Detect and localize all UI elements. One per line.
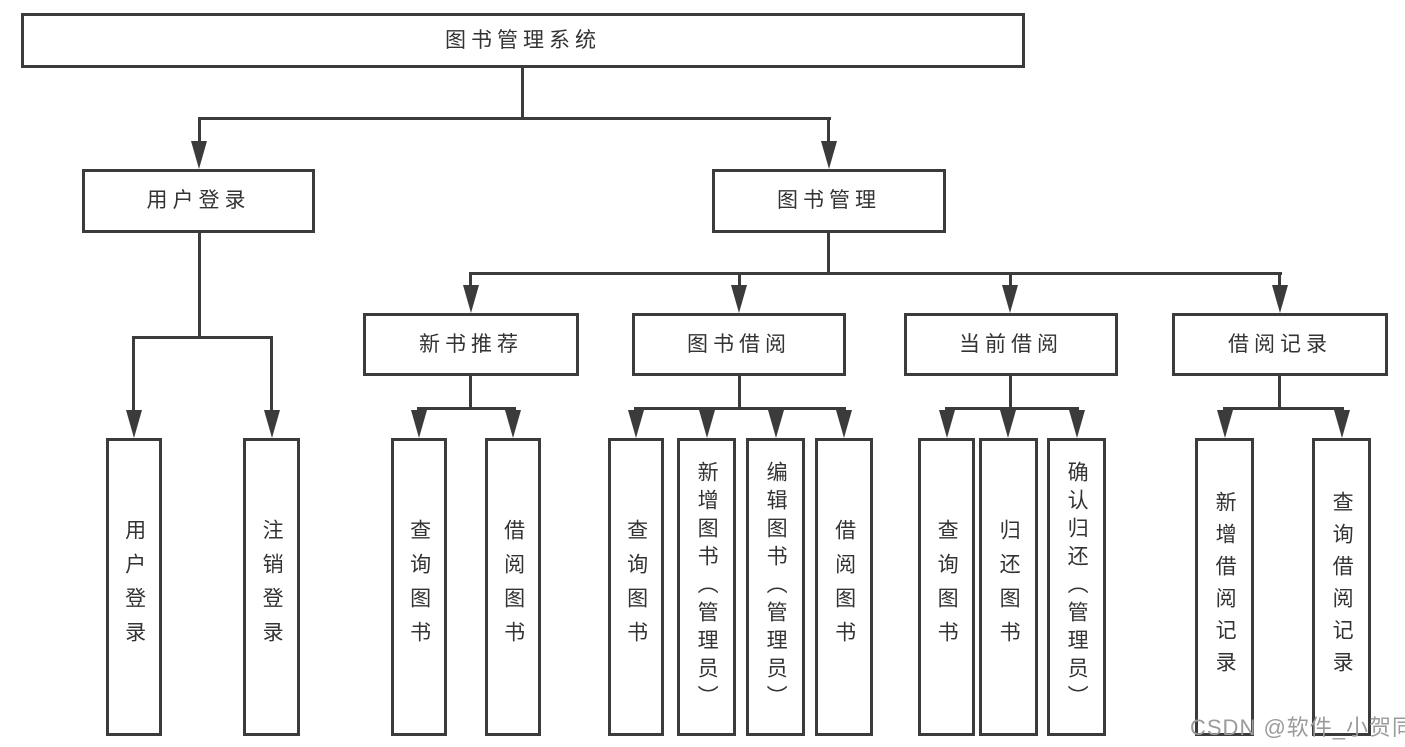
- node-book-borrowing: 图书借阅: [632, 313, 846, 376]
- leaf-query-borrow-record: 查询借阅记录: [1312, 438, 1371, 736]
- node-user-login: 用户登录: [82, 169, 315, 233]
- connector-vline: [198, 117, 201, 146]
- arrowhead-down-icon: [836, 410, 852, 438]
- arrowhead-down-icon: [699, 410, 715, 438]
- leaf-borrow-books-recommend: 借阅图书: [485, 438, 541, 736]
- arrowhead-down-icon: [1000, 410, 1016, 438]
- leaf-label: 归还图书: [997, 519, 1021, 655]
- leaf-confirm-return-admin: 确认归还（管理员）: [1047, 438, 1106, 736]
- connector-vline: [1009, 376, 1012, 408]
- leaf-logout: 注销登录: [243, 438, 300, 736]
- arrowhead-down-icon: [463, 285, 479, 313]
- connector-vline: [1278, 376, 1281, 408]
- leaf-label: 查询图书: [407, 519, 431, 655]
- arrowhead-down-icon: [1002, 285, 1018, 313]
- leaf-label: 新增借阅记录: [1213, 491, 1237, 683]
- connector-hline: [132, 336, 273, 339]
- node-current-borrowing: 当前借阅: [904, 313, 1118, 376]
- node-label: 用户登录: [146, 189, 251, 213]
- node-new-book-recommendation: 新书推荐: [363, 313, 579, 376]
- arrowhead-down-icon: [411, 410, 427, 438]
- node-label: 图书管理: [777, 189, 881, 213]
- leaf-label: 编辑图书（管理员）: [764, 461, 788, 713]
- leaf-add-books-admin: 新增图书（管理员）: [677, 438, 736, 736]
- arrowhead-down-icon: [191, 141, 207, 169]
- node-label: 新书推荐: [419, 332, 523, 356]
- connector-vline: [198, 233, 201, 337]
- arrowhead-down-icon: [505, 410, 521, 438]
- leaf-label: 查询图书: [624, 519, 648, 655]
- leaf-label: 新增图书（管理员）: [695, 461, 719, 713]
- arrowhead-down-icon: [1069, 410, 1085, 438]
- leaf-query-books-current: 查询图书: [918, 438, 975, 736]
- connector-vline: [132, 336, 135, 414]
- arrowhead-down-icon: [821, 141, 837, 169]
- node-label: 当前借阅: [959, 332, 1063, 356]
- node-label: 借阅记录: [1228, 332, 1332, 356]
- connector-vline: [1009, 272, 1012, 290]
- arrowhead-down-icon: [1217, 410, 1233, 438]
- node-label: 图书借阅: [687, 332, 791, 356]
- leaf-user-login: 用户登录: [106, 438, 162, 736]
- leaf-borrow-books: 借阅图书: [815, 438, 873, 736]
- leaf-query-books-borrowing: 查询图书: [608, 438, 664, 736]
- connector-vline: [469, 376, 472, 408]
- leaf-label: 注销登录: [260, 519, 284, 655]
- leaf-add-borrow-record: 新增借阅记录: [1195, 438, 1254, 736]
- arrowhead-down-icon: [731, 285, 747, 313]
- connector-hline: [1223, 407, 1344, 410]
- connector-vline: [270, 336, 273, 414]
- leaf-label: 借阅图书: [501, 519, 525, 655]
- arrowhead-down-icon: [628, 410, 644, 438]
- node-root-library-system: 图书管理系统: [21, 13, 1025, 68]
- connector-hline: [417, 407, 516, 410]
- connector-vline: [469, 272, 472, 290]
- node-book-management: 图书管理: [712, 169, 946, 233]
- leaf-label: 借阅图书: [832, 519, 856, 655]
- leaf-return-books: 归还图书: [979, 438, 1038, 736]
- arrowhead-down-icon: [126, 410, 142, 438]
- leaf-query-books-recommend: 查询图书: [391, 438, 447, 736]
- connector-hline: [469, 272, 1282, 275]
- connector-vline: [738, 272, 741, 290]
- leaf-edit-books-admin: 编辑图书（管理员）: [746, 438, 805, 736]
- connector-hline: [198, 117, 831, 120]
- arrowhead-down-icon: [1272, 285, 1288, 313]
- leaf-label: 查询图书: [935, 519, 959, 655]
- connector-vline: [738, 376, 741, 408]
- connector-vline: [827, 233, 830, 274]
- arrowhead-down-icon: [939, 410, 955, 438]
- csdn-watermark: CSDN @软件_小贺同学: [1190, 715, 1405, 740]
- node-borrowing-records: 借阅记录: [1172, 313, 1388, 376]
- leaf-label: 查询借阅记录: [1330, 491, 1354, 683]
- arrowhead-down-icon: [768, 410, 784, 438]
- node-label: 图书管理系统: [445, 28, 601, 52]
- connector-vline: [1278, 272, 1281, 290]
- leaf-label: 确认归还（管理员）: [1065, 461, 1089, 713]
- arrowhead-down-icon: [264, 410, 280, 438]
- connector-hline: [634, 407, 846, 410]
- connector-vline: [521, 68, 524, 118]
- leaf-label: 用户登录: [122, 519, 146, 655]
- connector-vline: [827, 117, 830, 146]
- connector-hline: [945, 407, 1079, 410]
- arrowhead-down-icon: [1334, 410, 1350, 438]
